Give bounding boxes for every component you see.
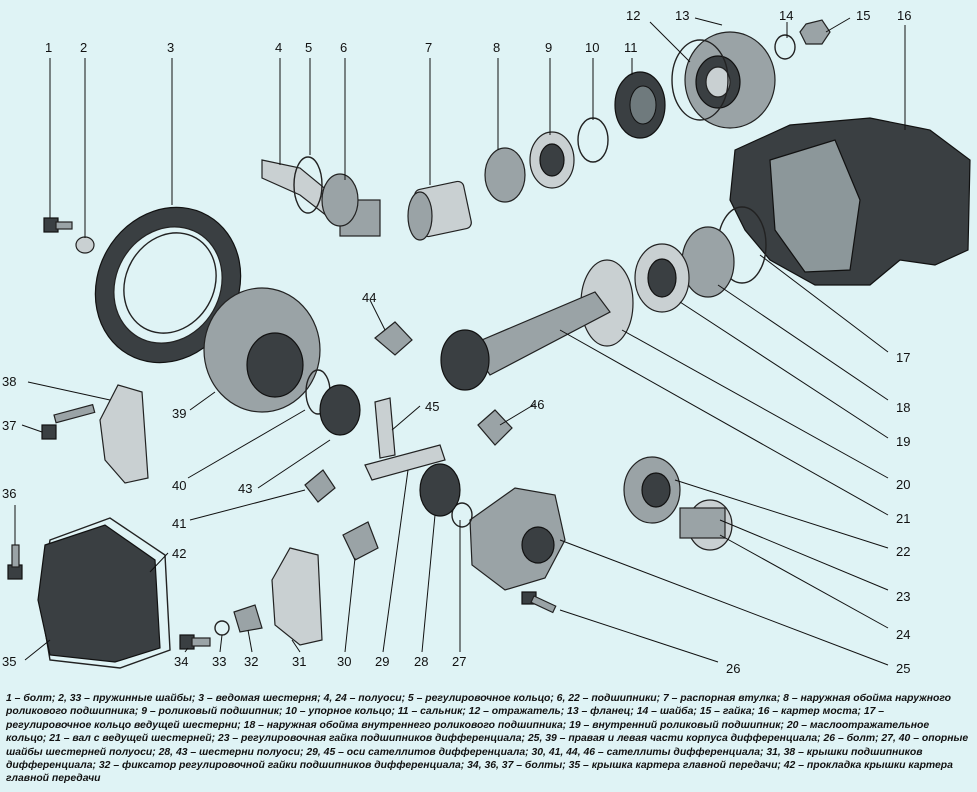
part-axle-shaft-24 (679, 507, 726, 539)
part-satellite-44 (374, 321, 413, 356)
label-31: 31 (292, 654, 306, 669)
label-34: 34 (174, 654, 188, 669)
label-33: 33 (212, 654, 226, 669)
part-inner-bearing-19 (634, 243, 690, 313)
part-bolt-36 (7, 544, 23, 580)
part-spacer-sleeve-7 (407, 180, 472, 241)
leader-lines (14, 17, 906, 666)
part-adjusting-ring-5 (293, 156, 323, 214)
label-28: 28 (414, 654, 428, 669)
label-45: 45 (425, 399, 439, 414)
label-18: 18 (896, 400, 910, 415)
part-diff-case-right-25 (469, 487, 566, 591)
label-30: 30 (337, 654, 351, 669)
label-32: 32 (244, 654, 258, 669)
part-flange-13 (684, 31, 776, 129)
part-bolt-34 (179, 634, 211, 650)
label-21: 21 (896, 511, 910, 526)
label-7: 7 (425, 40, 432, 55)
label-3: 3 (167, 40, 174, 55)
label-4: 4 (275, 40, 282, 55)
part-outer-race-18 (681, 226, 735, 298)
part-side-gear-28 (419, 463, 461, 517)
part-bolt-26 (521, 591, 557, 614)
label-19: 19 (896, 434, 910, 449)
label-39: 39 (172, 406, 186, 421)
label-14: 14 (779, 8, 793, 23)
label-22: 22 (896, 544, 910, 559)
label-10: 10 (585, 40, 599, 55)
part-side-gear-43 (319, 384, 361, 436)
part-seal-11 (614, 71, 666, 139)
label-16: 16 (897, 8, 911, 23)
part-roller-bearing-9 (529, 131, 575, 189)
part-cover-35 (37, 524, 161, 663)
label-37: 37 (2, 418, 16, 433)
label-42: 42 (172, 546, 186, 561)
part-pinion-shaft-21 (440, 291, 611, 391)
callout-numbers: 1 2 3 4 5 6 7 8 9 10 11 12 13 14 15 16 1… (2, 8, 911, 676)
part-pinion-axle-45 (374, 397, 396, 459)
part-pinion-axle-29 (364, 444, 446, 481)
parts-legend-caption: 1 – болт; 2, 33 – пружинные шайбы; 3 – в… (6, 693, 969, 785)
label-35: 35 (2, 654, 16, 669)
part-bolt-1 (43, 217, 73, 233)
label-8: 8 (493, 40, 500, 55)
part-thrust-ring-10 (577, 117, 609, 163)
label-44: 44 (362, 290, 376, 305)
label-9: 9 (545, 40, 552, 55)
label-40: 40 (172, 478, 186, 493)
part-bearing-6 (321, 173, 359, 227)
label-2: 2 (80, 40, 87, 55)
part-diff-case-left-39 (203, 287, 321, 413)
label-38: 38 (2, 374, 16, 389)
part-nut-15 (799, 19, 831, 45)
label-13: 13 (675, 8, 689, 23)
part-lock-32 (233, 604, 263, 633)
label-23: 23 (896, 589, 910, 604)
label-36: 36 (2, 486, 16, 501)
label-29: 29 (375, 654, 389, 669)
label-17: 17 (896, 350, 910, 365)
label-5: 5 (305, 40, 312, 55)
label-46: 46 (530, 397, 544, 412)
label-43: 43 (238, 481, 252, 496)
label-1: 1 (45, 40, 52, 55)
exploded-diagram: 1 2 3 4 5 6 7 8 9 10 11 12 13 14 15 16 1… (2, 8, 971, 676)
part-satellite-30 (342, 521, 379, 561)
label-6: 6 (340, 40, 347, 55)
label-15: 15 (856, 8, 870, 23)
label-27: 27 (452, 654, 466, 669)
part-bearing-cap-38 (99, 384, 149, 484)
label-20: 20 (896, 477, 910, 492)
part-bearing-cap-31 (271, 547, 323, 646)
label-12: 12 (626, 8, 640, 23)
part-outer-race-8 (484, 147, 526, 203)
part-thrust-washer-27 (451, 502, 473, 528)
label-41: 41 (172, 516, 186, 531)
label-25: 25 (896, 661, 910, 676)
label-26: 26 (726, 661, 740, 676)
part-bearing-22 (623, 456, 681, 524)
part-washer-14 (774, 34, 796, 60)
label-11: 11 (624, 40, 638, 55)
part-deflector-12 (671, 39, 729, 121)
part-bolt-37 (41, 403, 96, 440)
part-washer-2 (75, 236, 95, 254)
part-satellite-41 (304, 469, 336, 503)
part-axle-housing-16 (729, 117, 971, 286)
label-24: 24 (896, 627, 910, 642)
part-satellite-46 (477, 409, 513, 446)
part-washer-33 (214, 620, 230, 636)
